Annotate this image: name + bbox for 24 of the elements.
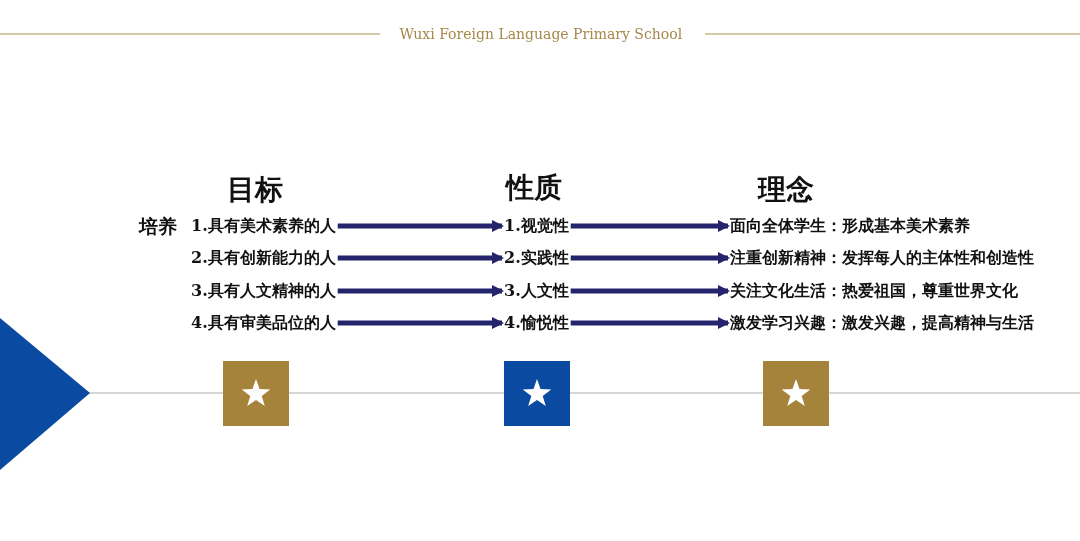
item-text: 3.人文性 (504, 281, 569, 301)
arrow (570, 317, 730, 329)
item-text: 激发学习兴趣：激发兴趣，提高精神与生活 (730, 313, 1034, 333)
arrow (570, 252, 730, 264)
arrow (337, 220, 504, 232)
item-text: 4.具有审美品位的人 (191, 313, 336, 333)
item-text: 3.具有人文精神的人 (191, 281, 336, 301)
column-heading: 理念 (758, 174, 814, 206)
arrow (337, 285, 504, 297)
item-text: 2.实践性 (504, 248, 569, 268)
item-text: 注重创新精神：发挥每人的主体性和创造性 (730, 248, 1034, 268)
arrow (570, 285, 730, 297)
column-heading: 目标 (227, 174, 283, 206)
item-text: 1.具有美术素养的人 (191, 216, 336, 236)
item-text: 1.视觉性 (504, 216, 569, 236)
item-text: 4.愉悦性 (504, 313, 569, 333)
arrow (570, 220, 730, 232)
row-label: 培养 (139, 214, 177, 238)
arrow (337, 252, 504, 264)
item-text: 关注文化生活：热爱祖国，尊重世界文化 (730, 281, 1018, 301)
item-text: 面向全体学生：形成基本美术素养 (730, 216, 970, 236)
column-heading: 性质 (506, 172, 562, 204)
arrow (337, 317, 504, 329)
item-text: 2.具有创新能力的人 (191, 248, 336, 268)
